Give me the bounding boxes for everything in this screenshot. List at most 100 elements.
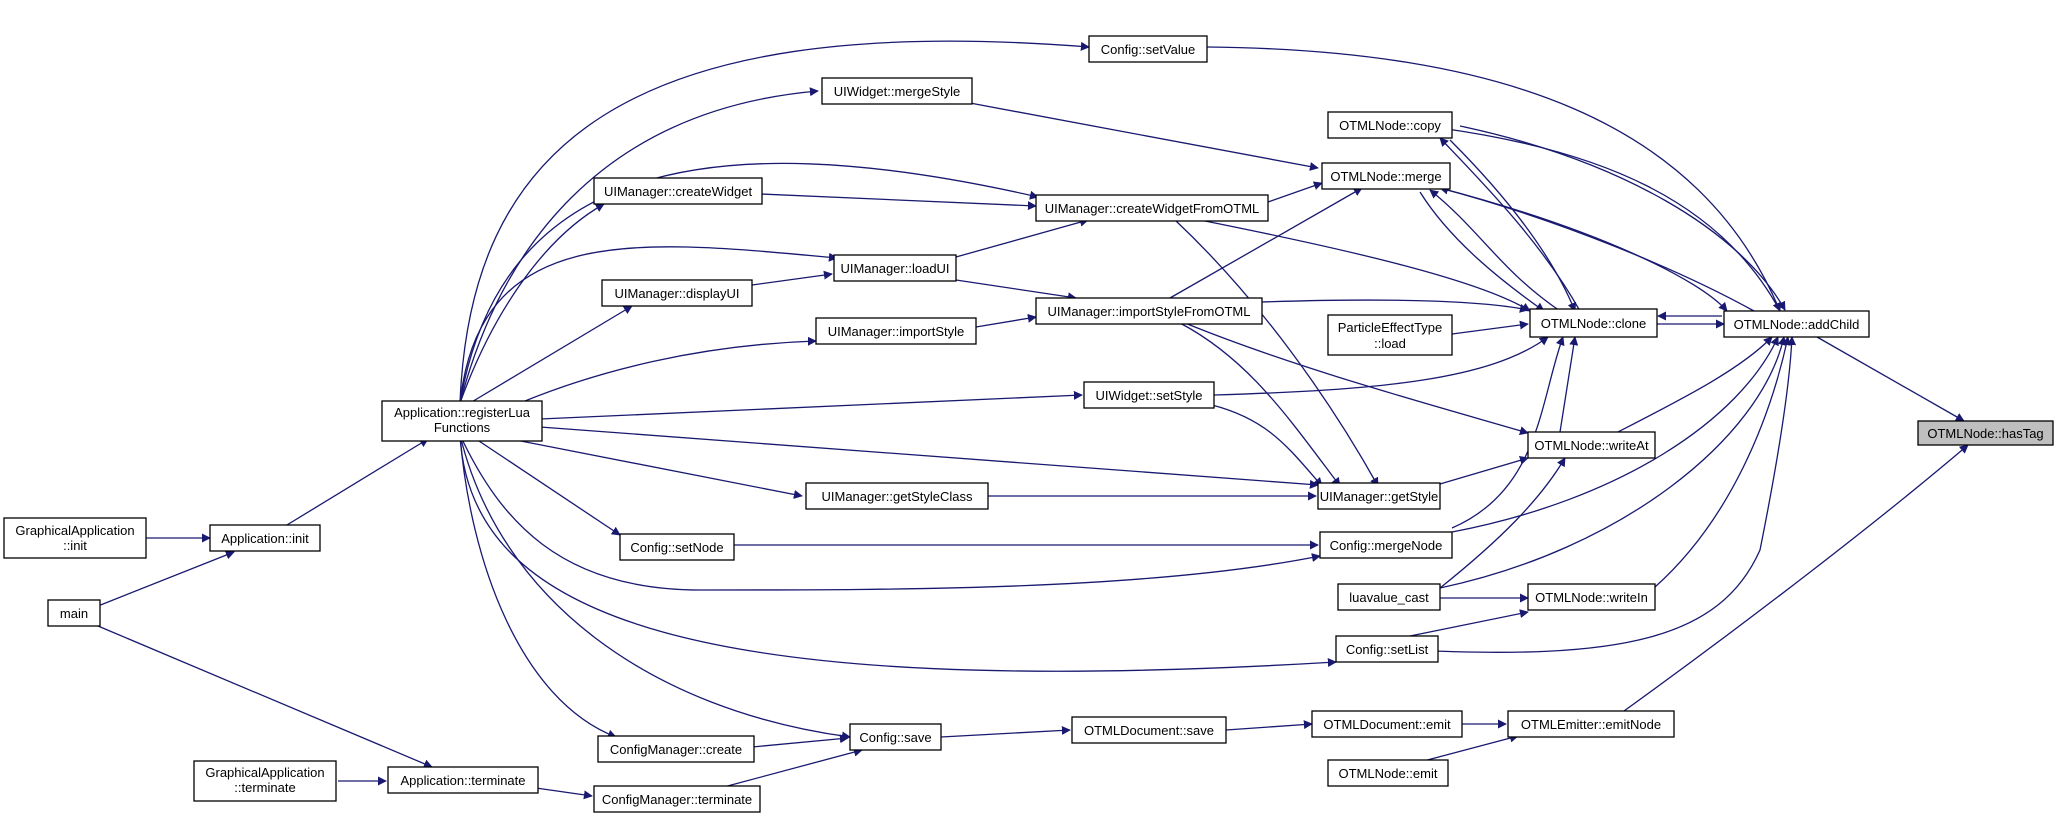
node-importStyleFromOTML[interactable]: UIManager::importStyleFromOTML — [1035, 297, 1263, 325]
node-box — [1071, 716, 1227, 744]
node-writeAt[interactable]: OTMLNode::writeAt — [1527, 431, 1656, 459]
edge-importStyleOTML-to-clone — [1261, 299, 1529, 313]
node-box — [601, 279, 753, 307]
node-setNode[interactable]: Config::setNode — [619, 533, 735, 561]
node-writeIn[interactable]: OTMLNode::writeIn — [1527, 583, 1656, 611]
node-getStyle[interactable]: UIManager::getStyle — [1317, 482, 1441, 510]
node-doc-save[interactable]: OTMLDocument::save — [1071, 716, 1227, 744]
node-displayUI[interactable]: UIManager::displayUI — [601, 279, 753, 307]
node-label: OTMLNode::writeAt — [1534, 438, 1649, 453]
edge-particle-to-clone — [1451, 320, 1529, 335]
node-luavalue-cast[interactable]: luavalue_cast — [1337, 583, 1441, 611]
node-box — [1083, 381, 1215, 409]
node-label: UIManager::loadUI — [840, 261, 949, 276]
edge-loadUI-to-createWidgetFromOTML — [955, 217, 1089, 258]
node-box — [1088, 35, 1208, 63]
node-clone[interactable]: OTMLNode::clone — [1529, 308, 1658, 338]
edge-register-to-setNode — [469, 434, 621, 536]
node-addChild[interactable]: OTMLNode::addChild — [1723, 310, 1870, 338]
node-box — [1311, 710, 1463, 738]
node-box — [1723, 310, 1870, 338]
node-box — [833, 254, 957, 282]
node-ga-terminate[interactable]: GraphicalApplication ::terminate — [193, 760, 337, 802]
node-cm-create[interactable]: ConfigManager::create — [597, 735, 755, 763]
node-label: OTMLNode::emit — [1339, 766, 1438, 781]
edge-addChild-to-hasTag — [1816, 336, 1965, 422]
edge-docSave-to-docEmit — [1225, 720, 1313, 731]
edge-setValue-to-addChild — [1206, 46, 1782, 312]
node-box — [1507, 710, 1675, 738]
edge-register-to-setStyle — [539, 390, 1083, 420]
node-setValue[interactable]: Config::setValue — [1088, 35, 1208, 63]
node-label-line1: GraphicalApplication — [205, 765, 324, 780]
node-box — [3, 517, 147, 559]
node-getStyleClass[interactable]: UIManager::getStyleClass — [805, 482, 989, 510]
node-label: ConfigManager::terminate — [602, 792, 752, 807]
node-label: UIManager::createWidget — [604, 184, 753, 199]
node-label: OTMLDocument::emit — [1323, 717, 1451, 732]
node-main[interactable]: main — [47, 599, 101, 627]
edge-addChild-to-merge — [1439, 185, 1755, 312]
nodes: OTMLNode::hasTag OTMLNode::addChild OTML… — [3, 35, 2054, 813]
edge-register-to-getStyle — [539, 426, 1319, 489]
node-node-emit[interactable]: OTMLNode::emit — [1327, 759, 1449, 787]
node-label: luavalue_cast — [1349, 590, 1429, 605]
edge-register-to-mergeNode — [459, 434, 1321, 591]
node-box — [593, 177, 763, 205]
node-setList[interactable]: Config::setList — [1335, 635, 1439, 663]
node-importStyle[interactable]: UIManager::importStyle — [815, 317, 977, 345]
node-box — [1317, 482, 1441, 510]
edge-register-to-configSave — [459, 434, 851, 741]
node-label: OTMLNode::addChild — [1734, 317, 1860, 332]
node-createWidget[interactable]: UIManager::createWidget — [593, 177, 763, 205]
edge-register-to-getStyleClass — [489, 434, 803, 499]
edge-mergeNode-to-addChild — [1451, 336, 1779, 533]
node-doc-emit[interactable]: OTMLDocument::emit — [1311, 710, 1463, 738]
edge-merge-to-clone — [1419, 191, 1545, 312]
node-box — [1319, 531, 1453, 559]
node-box — [815, 317, 977, 345]
edge-copy-to-clone — [1449, 139, 1577, 312]
node-label: OTMLNode::copy — [1339, 118, 1441, 133]
node-hasTag[interactable]: OTMLNode::hasTag — [1917, 420, 2054, 446]
node-setStyle[interactable]: UIWidget::setStyle — [1083, 381, 1215, 409]
node-label: Config::setList — [1346, 642, 1429, 657]
node-label-line2: ::terminate — [234, 780, 295, 795]
node-label: UIWidget::setStyle — [1096, 388, 1203, 403]
node-label-line2: ::init — [63, 538, 87, 553]
node-ga-init[interactable]: GraphicalApplication ::init — [3, 517, 147, 559]
node-createWidgetFromOTML[interactable]: UIManager::createWidgetFromOTML — [1035, 194, 1269, 222]
node-app-terminate[interactable]: Application::terminate — [387, 766, 539, 794]
edges — [97, 40, 1969, 800]
node-label-line2: ::load — [1374, 336, 1406, 351]
edge-importStyle-to-importStyleOTML — [975, 313, 1037, 328]
node-label: main — [60, 606, 88, 621]
node-copy[interactable]: OTMLNode::copy — [1327, 111, 1453, 139]
node-label: ConfigManager::create — [610, 742, 742, 757]
node-label: UIManager::importStyle — [828, 324, 965, 339]
edge-clone-to-merge — [1429, 189, 1561, 312]
node-box — [593, 785, 761, 813]
node-box — [1527, 431, 1656, 459]
node-box — [1917, 420, 2054, 446]
node-label: OTMLNode::hasTag — [1927, 426, 2043, 441]
edge-register-to-mergeStyle — [459, 87, 819, 404]
node-emitNode[interactable]: OTMLEmitter::emitNode — [1507, 710, 1675, 738]
edge-displayUI-to-loadUI — [751, 270, 833, 286]
edge-setList-to-addChild — [1409, 336, 1797, 653]
node-loadUI[interactable]: UIManager::loadUI — [833, 254, 957, 282]
node-box — [805, 482, 989, 510]
edge-setStyle-to-clone — [1213, 336, 1549, 396]
node-mergeNode[interactable]: Config::mergeNode — [1319, 531, 1453, 559]
node-config-save[interactable]: Config::save — [849, 723, 942, 751]
node-app-init[interactable]: Application::init — [209, 524, 321, 552]
node-label: Application::terminate — [400, 773, 525, 788]
node-box — [47, 599, 101, 627]
node-particle-load[interactable]: ParticleEffectType ::load — [1327, 314, 1453, 356]
node-label: Application::init — [221, 531, 309, 546]
edge-emitNode-to-hasTag — [1623, 444, 1969, 712]
node-registerLuaFunctions[interactable]: Application::registerLua Functions — [381, 400, 543, 442]
node-merge[interactable]: OTMLNode::merge — [1321, 162, 1451, 190]
node-cm-terminate[interactable]: ConfigManager::terminate — [593, 785, 761, 813]
node-mergeStyle[interactable]: UIWidget::mergeStyle — [821, 77, 973, 105]
